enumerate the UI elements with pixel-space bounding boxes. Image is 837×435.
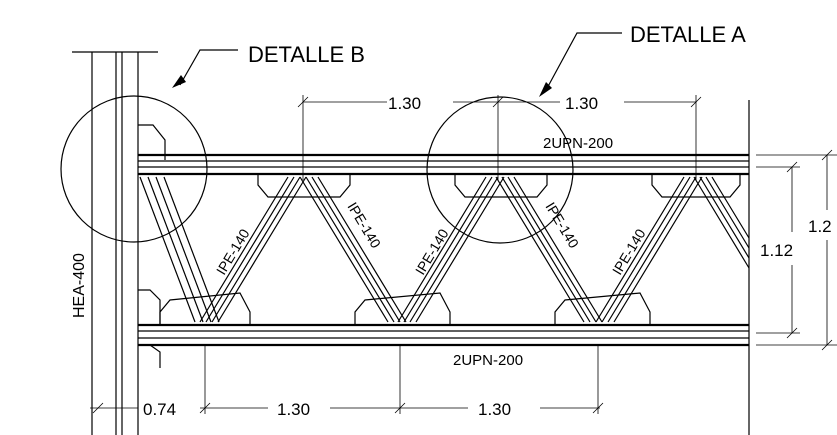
diagonal-label-2: IPE-140 [344,199,384,251]
top-chord [138,153,749,176]
right-dimensions [756,149,837,351]
top-dimension [297,95,702,180]
detail-b-circle [60,95,208,243]
callout-detalle-a: DETALLE A [630,22,746,47]
callout-a-leader [539,32,622,97]
callout-detalle-b: DETALLE B [248,42,365,67]
dim-top-left: 1.30 [388,94,421,113]
diagonal-label-3: IPE-140 [412,226,452,278]
bottom-chord [138,323,749,347]
bottom-gussets [159,292,651,325]
column-hea400 [72,51,166,435]
diagonal-label-5: IPE-140 [609,226,649,278]
diagonals [139,176,750,323]
dim-bottom-right: 1.30 [478,400,511,419]
top-gussets [257,174,741,198]
callout-b-leader [172,49,238,88]
bottom-dimension [90,345,604,414]
dim-bottom-offset: 0.74 [143,400,176,419]
column-label: HEA-400 [71,253,88,318]
dim-height-outer: 1.2 [808,217,832,236]
diagonal-label-1: IPE-140 [213,226,253,278]
dim-height-inner: 1.12 [760,241,793,260]
bottom-chord-label: 2UPN-200 [453,352,523,369]
top-chord-label: 2UPN-200 [543,135,613,152]
dim-top-right: 1.30 [565,94,598,113]
dim-bottom-left: 1.30 [277,400,310,419]
detail-a-circle [426,96,574,244]
